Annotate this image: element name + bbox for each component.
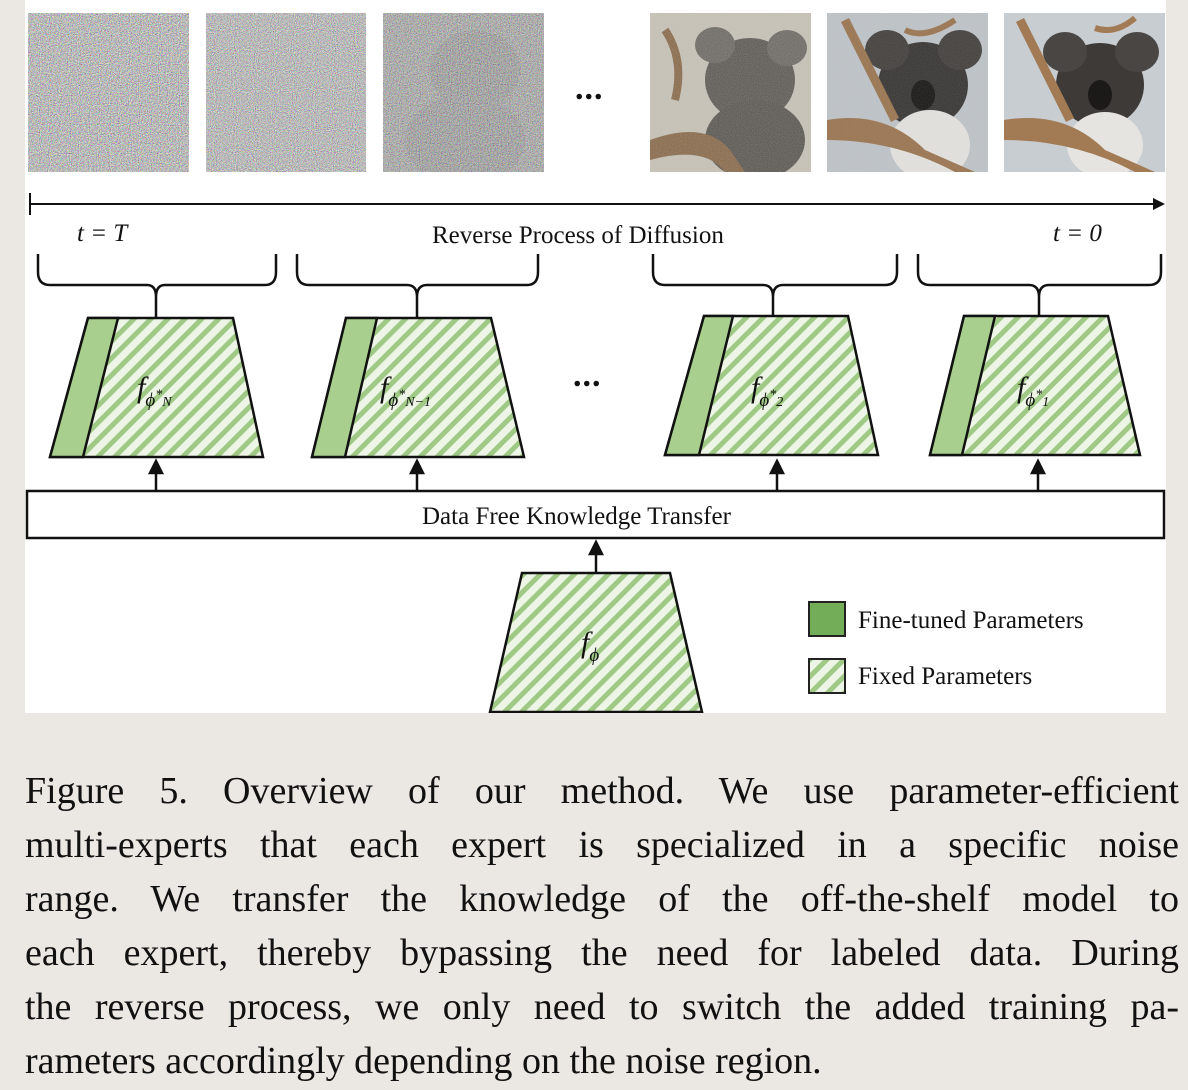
caption-line: each expert, thereby bypassing the need …: [25, 932, 1179, 974]
expert-ellipsis: ...: [573, 357, 602, 394]
timeline-end-label: t = 0: [1053, 220, 1102, 247]
faint-koala-noise-image: [383, 13, 544, 172]
expert-label-1: fϕ*1: [1017, 371, 1050, 411]
expert-module-n: [48, 316, 265, 459]
expert-label-2: fϕ*2: [751, 371, 784, 411]
expert-module-1: [928, 314, 1142, 457]
expert-braces: [36, 254, 1163, 318]
brace-expert-n: [36, 254, 278, 318]
expert-label-n-minus-1: fϕ*N−1: [380, 371, 431, 411]
transfer-arrows: [147, 458, 1047, 572]
transfer-box-label: Data Free Knowledge Transfer: [422, 503, 731, 530]
clean-koala-image: [1004, 13, 1165, 172]
timeline-middle-label: Reverse Process of Diffusion: [432, 222, 724, 249]
slightly-noisy-koala-image: [827, 13, 988, 172]
caption-line: Figure 5. Overview of our method. We use…: [25, 770, 1179, 812]
caption-line: multi-experts that each expert is specia…: [25, 824, 1179, 866]
legend-fixed-swatch: [808, 658, 846, 694]
timeline-start-label: t = T: [77, 220, 128, 247]
noisy-koala-image: [650, 13, 811, 172]
caption-line: range. We transfer the knowledge of the …: [25, 878, 1179, 920]
diagram-figure: ... ... t = T Reverse Process of Diffusi…: [25, 0, 1166, 713]
expert-label-n: fϕ*N: [137, 371, 172, 411]
expert-module-n-minus-1: [310, 316, 526, 459]
timeline-arrow: [29, 193, 1165, 215]
pure-noise-image: [28, 13, 189, 172]
brace-expert-2: [651, 254, 899, 316]
legend-fine-tuned-label: Fine-tuned Parameters: [858, 607, 1084, 634]
caption-line: the reverse process, we only need to swi…: [25, 986, 1179, 1028]
image-ellipsis: ...: [575, 70, 604, 107]
brace-expert-1: [916, 254, 1163, 316]
pure-noise-image: [206, 13, 366, 172]
legend-fine-tuned-swatch: [808, 601, 846, 637]
legend-fixed-label: Fixed Parameters: [858, 663, 1033, 690]
figure-caption: Figure 5. Overview of our method. We use…: [25, 764, 1179, 1088]
expert-module-2: [663, 314, 880, 457]
brace-expert-n-minus-1: [295, 254, 540, 318]
diagram-canvas: [25, 13, 1166, 713]
transfer-box: [25, 489, 1166, 540]
base-model-label: fϕ: [581, 626, 600, 666]
caption-line: rameters accordingly depending on the no…: [25, 1040, 822, 1082]
base-model: [488, 571, 704, 713]
